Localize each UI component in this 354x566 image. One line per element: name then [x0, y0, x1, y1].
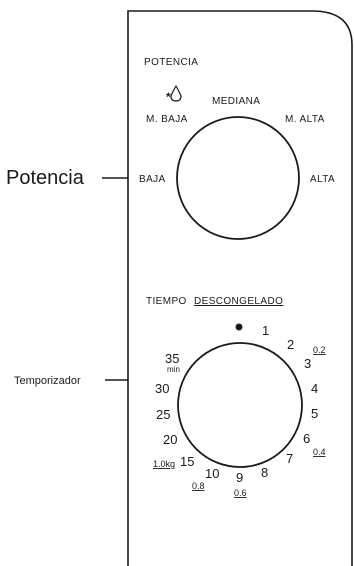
power-knob[interactable] [176, 116, 300, 240]
timer-mark-5: 5 [311, 406, 318, 421]
power-section-title: POTENCIA [144, 57, 198, 68]
timer-mark-4: 4 [311, 381, 318, 396]
defrost-icon: * [166, 84, 182, 104]
timer-callout-label: Temporizador [14, 375, 81, 387]
power-level-medium-low: M. BAJA [146, 114, 188, 125]
timer-mark-15: 15 [180, 454, 194, 469]
defrost-weight-1-0kg: 1.0kg [153, 459, 175, 469]
timer-mark-9: 9 [236, 470, 243, 485]
timer-section-title: TIEMPO [146, 296, 187, 307]
timer-mark-3: 3 [304, 356, 311, 371]
timer-mark-35: 35 [165, 351, 179, 366]
defrost-weight-0-8: 0.8 [192, 481, 205, 491]
timer-mark-6: 6 [303, 431, 310, 446]
timer-section-title-defrost: DESCONGELADO [194, 296, 283, 307]
timer-min-unit: min [167, 365, 180, 374]
power-level-low: BAJA [139, 174, 166, 185]
panel-outline [127, 10, 353, 566]
power-level-medium-high: M. ALTA [285, 114, 325, 125]
svg-text:*: * [166, 90, 171, 104]
power-callout-label: Potencia [6, 167, 85, 189]
timer-off-dot [235, 323, 243, 331]
timer-mark-7: 7 [286, 451, 293, 466]
timer-knob[interactable] [177, 342, 303, 468]
timer-mark-30: 30 [155, 381, 169, 396]
timer-mark-20: 20 [163, 432, 177, 447]
defrost-weight-0-4: 0.4 [313, 447, 326, 457]
timer-mark-10: 10 [205, 466, 219, 481]
power-level-high: ALTA [310, 174, 335, 185]
timer-mark-8: 8 [261, 465, 268, 480]
timer-mark-2: 2 [287, 337, 294, 352]
power-level-medium: MEDIANA [212, 96, 260, 107]
defrost-weight-0-6: 0.6 [234, 488, 247, 498]
timer-mark-25: 25 [156, 407, 170, 422]
defrost-weight-0-2: 0.2 [313, 345, 326, 355]
timer-mark-1: 1 [262, 323, 269, 338]
